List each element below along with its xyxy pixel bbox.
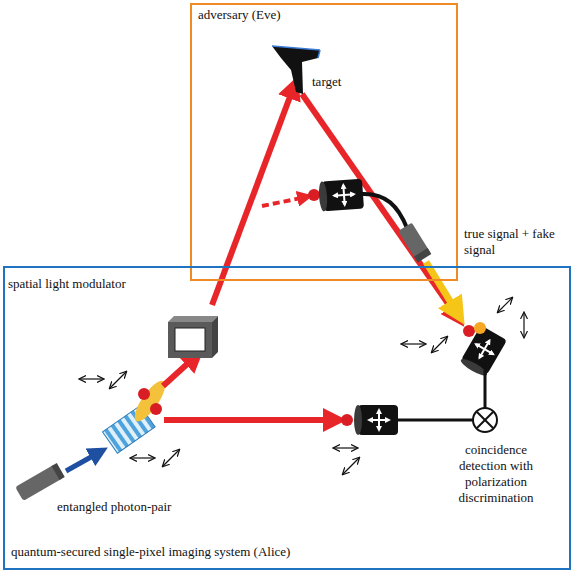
reference-detector xyxy=(341,405,473,435)
intercepted-beam xyxy=(262,197,306,206)
detection-label: coincidence detection with polarization … xyxy=(450,442,542,506)
eve-detector xyxy=(308,179,407,228)
target-label: target xyxy=(312,74,341,90)
component-label: spatial light modulator xyxy=(8,276,126,292)
coincidence-circuit xyxy=(473,408,497,432)
fake-signal-source xyxy=(398,223,431,263)
polarization-symbol xyxy=(80,298,524,474)
signal-beam xyxy=(212,86,294,305)
reflected-beam xyxy=(302,94,458,318)
region-title: quantum-secured single-pixel imaging sys… xyxy=(11,544,290,560)
reference-beam xyxy=(164,417,336,423)
region-title: adversary (Eve) xyxy=(198,7,281,23)
spatial-light-modulator xyxy=(168,316,218,358)
source-label: entangled photon-pair xyxy=(57,499,171,515)
signal-label: true signal + fake signal xyxy=(464,226,556,258)
pump-laser xyxy=(15,452,100,501)
fake-signal-beam xyxy=(426,262,458,314)
adversary-region: adversary (Eve) xyxy=(190,3,458,281)
bucket-detector xyxy=(459,322,507,408)
system-region: quantum-secured single-pixel imaging sys… xyxy=(3,266,571,570)
idler-beam xyxy=(163,356,196,386)
